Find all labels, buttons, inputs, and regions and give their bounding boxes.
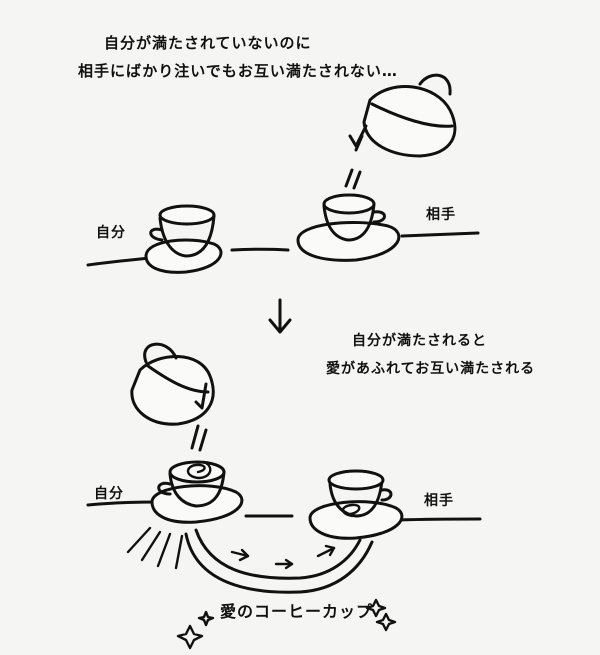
coffee-cup-icon	[296, 193, 401, 262]
coffee-cup-icon	[150, 460, 244, 524]
love-flow-channel	[194, 528, 362, 580]
footer-title: 愛のコーヒーカップ	[220, 602, 374, 621]
label-self-top: 自分	[96, 225, 126, 241]
down-arrow-icon	[268, 298, 292, 334]
overflow-lines	[126, 526, 152, 554]
caption-bottom-line1: 自分が満たされると	[352, 333, 487, 349]
flow-arrow-icon	[274, 558, 294, 570]
teapot-icon	[130, 342, 215, 426]
caption-top-line1: 自分が満たされていないのに	[104, 34, 312, 52]
sparkle-icon	[365, 598, 387, 618]
coffee-cup-icon	[144, 204, 223, 274]
coffee-cup-icon	[308, 469, 404, 540]
pour-stream-bottom	[190, 424, 200, 450]
teapot-icon	[348, 73, 457, 158]
label-other-bottom: 相手	[424, 493, 454, 509]
ground-line-right-bottom	[396, 517, 482, 522]
ground-line-mid-top	[230, 247, 290, 252]
sparkle-icon	[197, 610, 215, 627]
ground-line-right-top	[400, 231, 480, 238]
flow-arrow-icon	[316, 544, 336, 558]
sparkle-icon	[375, 612, 397, 632]
label-other-top: 相手	[426, 207, 456, 223]
caption-bottom-line2: 愛があふれてお互い満たされる	[326, 361, 536, 377]
label-self-bottom: 自分	[94, 486, 124, 502]
caption-top-line2: 相手にばかり注いでもお互い満たされない…	[78, 62, 398, 80]
pour-stream-top	[344, 168, 354, 188]
sparkle-icon	[176, 624, 204, 650]
ground-line-left-top	[86, 256, 152, 267]
flow-arrow-icon	[230, 548, 250, 562]
